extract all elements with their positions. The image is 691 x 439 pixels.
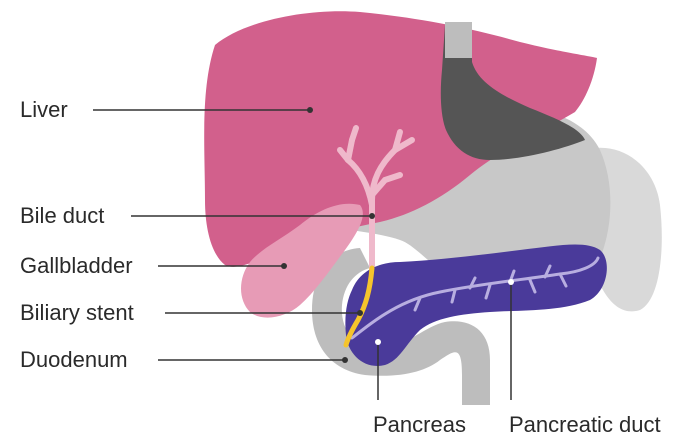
duodenum-dot — [342, 357, 348, 363]
duodenum-label: Duodenum — [20, 349, 128, 371]
pancreas-dot — [375, 339, 381, 345]
liver-dot — [307, 107, 313, 113]
pancreatic-duct-dot — [508, 279, 514, 285]
esophagus-top — [445, 22, 472, 58]
bile-duct-dot — [369, 213, 375, 219]
gallbladder-dot — [281, 263, 287, 269]
stent-dot — [357, 310, 363, 316]
liver-label: Liver — [20, 99, 68, 121]
bile-duct-label: Bile duct — [20, 205, 104, 227]
gallbladder-label: Gallbladder — [20, 255, 133, 277]
pancreas-label: Pancreas — [373, 414, 466, 436]
pancreatic-duct-label: Pancreatic duct — [509, 414, 661, 436]
biliary-stent-label: Biliary stent — [20, 302, 134, 324]
